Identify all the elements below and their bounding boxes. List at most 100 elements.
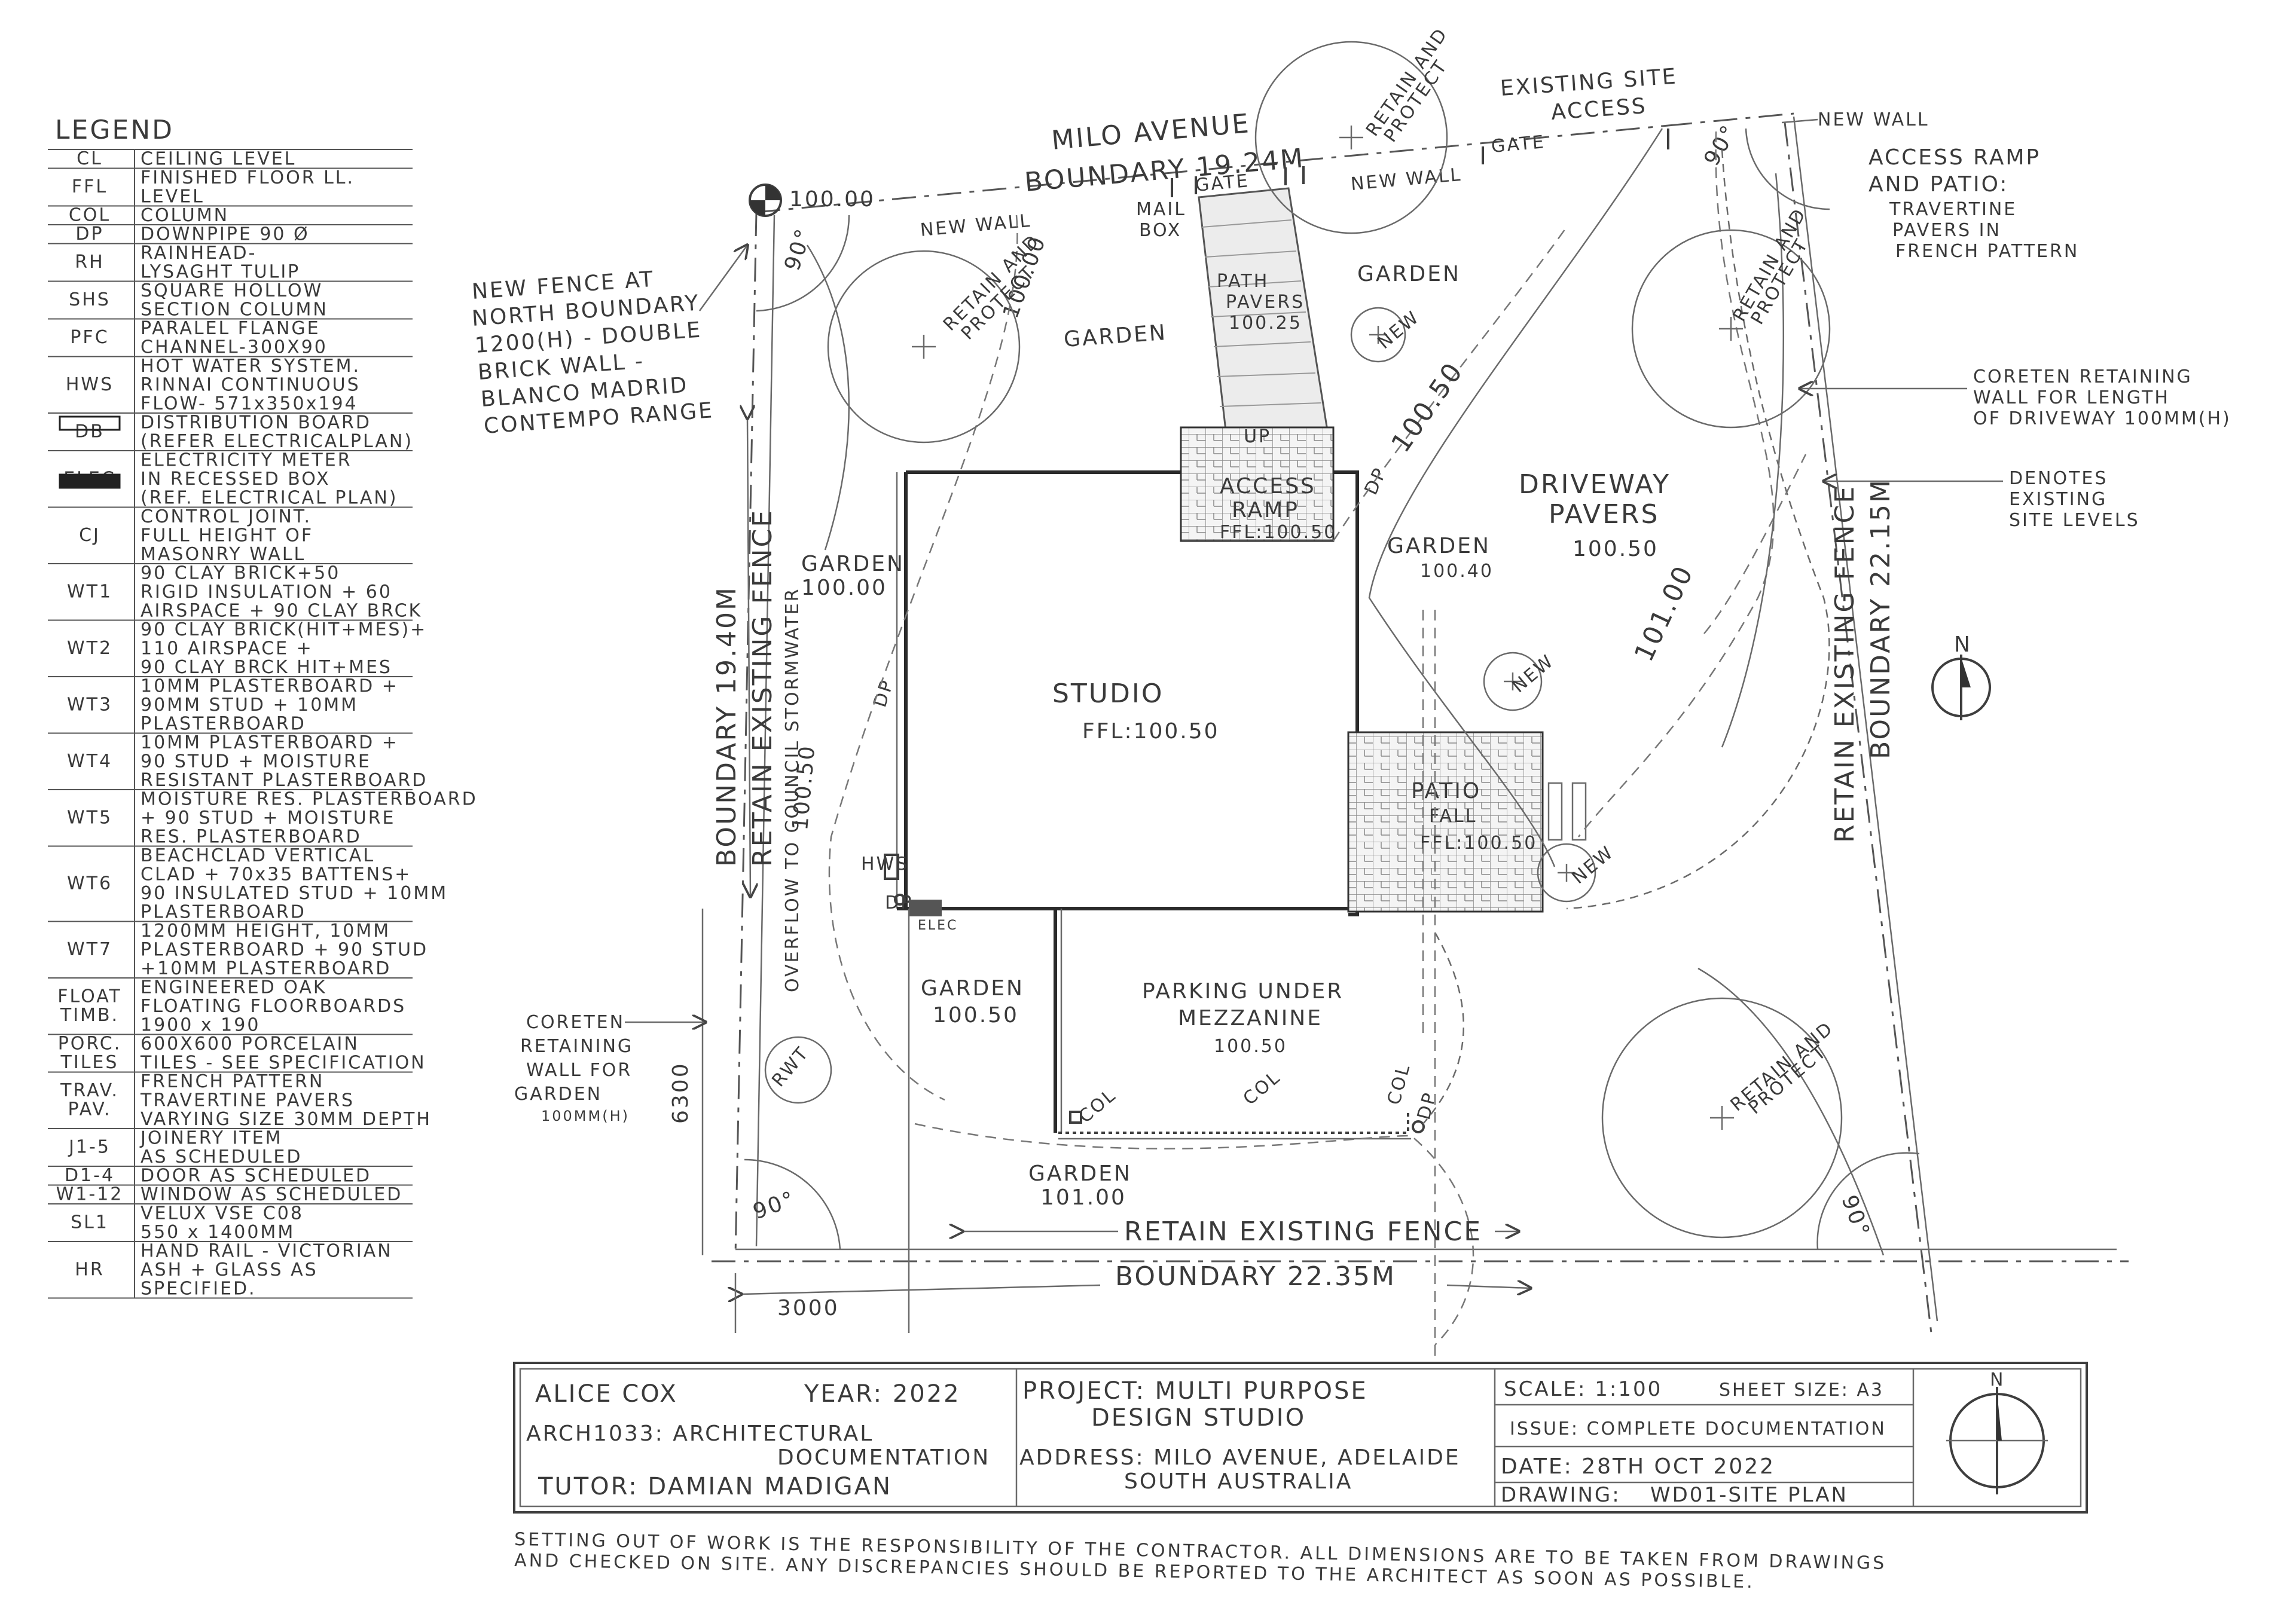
svg-text:WALL FOR: WALL FOR: [526, 1060, 632, 1081]
tree-se: RETAIN AND PROTECT: [1601, 997, 1843, 1239]
legend-code: FLOAT: [57, 986, 122, 1007]
site-boundary: 90° 90° 90° 90°: [712, 112, 2129, 1334]
svg-text:101.00: 101.00: [1040, 1185, 1126, 1210]
svg-text:PAVERS IN: PAVERS IN: [1892, 220, 2001, 241]
legend-desc: LEVEL: [141, 187, 204, 207]
svg-text:CORETEN: CORETEN: [526, 1012, 625, 1033]
dp-south: DP: [1413, 1089, 1441, 1122]
legend-desc: JOINERY ITEM: [139, 1128, 283, 1149]
svg-text:RWT: RWT: [768, 1042, 813, 1091]
legend-code: TRAV.: [60, 1080, 119, 1101]
legend-code: PORC.: [58, 1033, 122, 1054]
legend-desc: RINNAI CONTINUOUS: [141, 375, 361, 396]
legend-desc: 10MM PLASTERBOARD +: [141, 732, 399, 753]
svg-text:FFL:100.50: FFL:100.50: [1220, 522, 1337, 543]
legend-desc: 550 x 1400MM: [141, 1222, 295, 1243]
legend-desc: RESISTANT PLASTERBOARD: [141, 770, 428, 791]
svg-text:RETAINING: RETAINING: [520, 1036, 633, 1057]
tb-course: ARCH1033: ARCHITECTURAL: [526, 1421, 874, 1446]
svg-text:PATIO: PATIO: [1411, 779, 1481, 803]
legend-desc: 90 STUD + MOISTURE: [141, 751, 371, 772]
tb-drawing-name: WD01-SITE PLAN: [1650, 1483, 1848, 1507]
street-name: MILO AVENUE: [1051, 108, 1252, 156]
legend-code: COL: [69, 204, 111, 225]
boundary-west: BOUNDARY 19.40M: [712, 586, 742, 867]
legend-desc: CHANNEL-300X90: [141, 337, 328, 358]
legend-desc: LYSAGHT TULIP: [141, 262, 300, 283]
patio[interactable]: PATIO FALL FFL:100.50: [1347, 731, 1587, 913]
retain-fence-east: RETAIN EXISTING FENCE: [1830, 485, 1860, 843]
svg-text:GARDEN: GARDEN: [1387, 534, 1491, 558]
tree-nw: RETAIN AND PROTECT: [827, 230, 1044, 444]
parking-under-mezzanine[interactable]: PARKING UNDER MEZZANINE 100.50 COL COL C…: [1054, 909, 1441, 1140]
svg-text:100.40: 100.40: [1420, 561, 1494, 582]
boundary-south: BOUNDARY 22.35M: [1115, 1261, 1396, 1292]
legend-code: CL: [77, 148, 103, 169]
legend-desc: 1200MM HEIGHT, 10MM: [141, 921, 390, 941]
new-wall-corner: NEW WALL: [1818, 109, 1929, 130]
svg-text:6300: 6300: [668, 1062, 693, 1124]
north-arrow-title: N: [1946, 1369, 2048, 1494]
legend-desc: 600X600 PORCELAIN: [141, 1034, 359, 1054]
legend-desc: SQUARE HOLLOW: [141, 280, 323, 301]
svg-text:AND PATIO:: AND PATIO:: [1868, 172, 2008, 197]
legend-desc: AIRSPACE + 90 CLAY BRCK: [141, 601, 422, 622]
tb-scale: SCALE: 1:100: [1504, 1377, 1662, 1401]
legend-desc: HAND RAIL - VICTORIAN: [141, 1241, 393, 1262]
svg-text:PATH: PATH: [1217, 271, 1269, 292]
col-2: COL: [1239, 1066, 1285, 1109]
garden-parking: GARDEN 100.50: [921, 976, 1022, 1028]
legend-code: HR: [75, 1259, 104, 1280]
access-ramp[interactable]: UP ACCESS RAMP FFL:100.50: [1180, 426, 1337, 543]
legend-desc: ELECTRICITY METER: [141, 450, 352, 471]
svg-text:3000: 3000: [777, 1296, 839, 1320]
svg-text:100MM(H): 100MM(H): [541, 1108, 630, 1124]
svg-text:EXISTING: EXISTING: [2009, 489, 2107, 510]
legend-code: W1-12: [56, 1184, 124, 1204]
svg-text:NEW: NEW: [1374, 307, 1424, 353]
tree-new-east: NEW: [1483, 650, 1558, 711]
legend-desc: FLOW- 571x350x194: [141, 393, 358, 414]
legend-code: WT4: [67, 751, 112, 772]
svg-text:RETAIN AND: RETAIN AND: [1727, 1017, 1838, 1115]
tb-tutor: TUTOR: DAMIAN MADIGAN: [538, 1473, 892, 1500]
legend-desc: BEACHCLAD VERTICAL: [141, 845, 375, 866]
dimension-6300: 6300: [668, 909, 704, 1255]
garden-south: GARDEN 101.00: [1028, 1161, 1130, 1210]
legend-desc: HOT WATER SYSTEM.: [141, 356, 361, 377]
db-symbol-icon: [59, 415, 121, 431]
tree-new-patio: NEW: [1537, 842, 1618, 903]
svg-text:TRAVERTINE: TRAVERTINE: [1889, 199, 2017, 220]
legend-desc: 90 CLAY BRCK HIT+MES: [141, 657, 392, 678]
legend-desc: 90MM STUD + 10MM: [141, 695, 358, 716]
legend-desc: CONTROL JOINT.: [141, 506, 312, 527]
driveway-label-1: DRIVEWAY: [1519, 469, 1671, 500]
legend-desc: PLASTERBOARD: [141, 902, 306, 923]
legend-desc: SPECIFIED.: [141, 1279, 257, 1300]
legend-desc: PLASTERBOARD: [141, 714, 306, 735]
legend-desc: TILES - SEE SPECIFICATION: [140, 1053, 426, 1074]
legend-desc: ENGINEERED OAK: [141, 977, 327, 998]
gate-symbols: [1171, 129, 1669, 197]
svg-text:100.50: 100.50: [933, 1003, 1019, 1028]
svg-text:N: N: [1990, 1369, 2005, 1390]
path-pavers: PATH PAVERS 100.25: [1198, 187, 1329, 432]
svg-text:100.00: 100.00: [801, 576, 887, 600]
legend-desc: 110 AIRSPACE +: [141, 638, 313, 659]
legend-code: WT5: [67, 807, 112, 828]
